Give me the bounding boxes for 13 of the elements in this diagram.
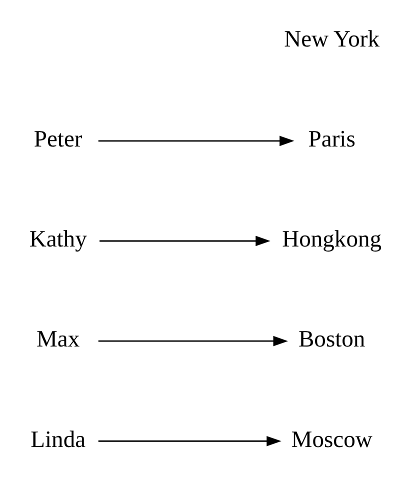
arrow bbox=[98, 136, 294, 146]
node-text: Paris bbox=[308, 126, 355, 153]
node-text: Max bbox=[36, 326, 80, 353]
arrow bbox=[98, 336, 288, 346]
node-text: Linda bbox=[30, 426, 86, 453]
node-text: Boston bbox=[298, 326, 365, 353]
node-text: Moscow bbox=[290, 426, 372, 453]
node-text: Hongkong bbox=[282, 226, 382, 253]
node-text: Peter bbox=[33, 126, 82, 153]
arrow bbox=[99, 236, 270, 246]
arrow bbox=[98, 436, 281, 446]
node-text: Kathy bbox=[28, 226, 86, 253]
node-text: New York bbox=[284, 26, 380, 52]
